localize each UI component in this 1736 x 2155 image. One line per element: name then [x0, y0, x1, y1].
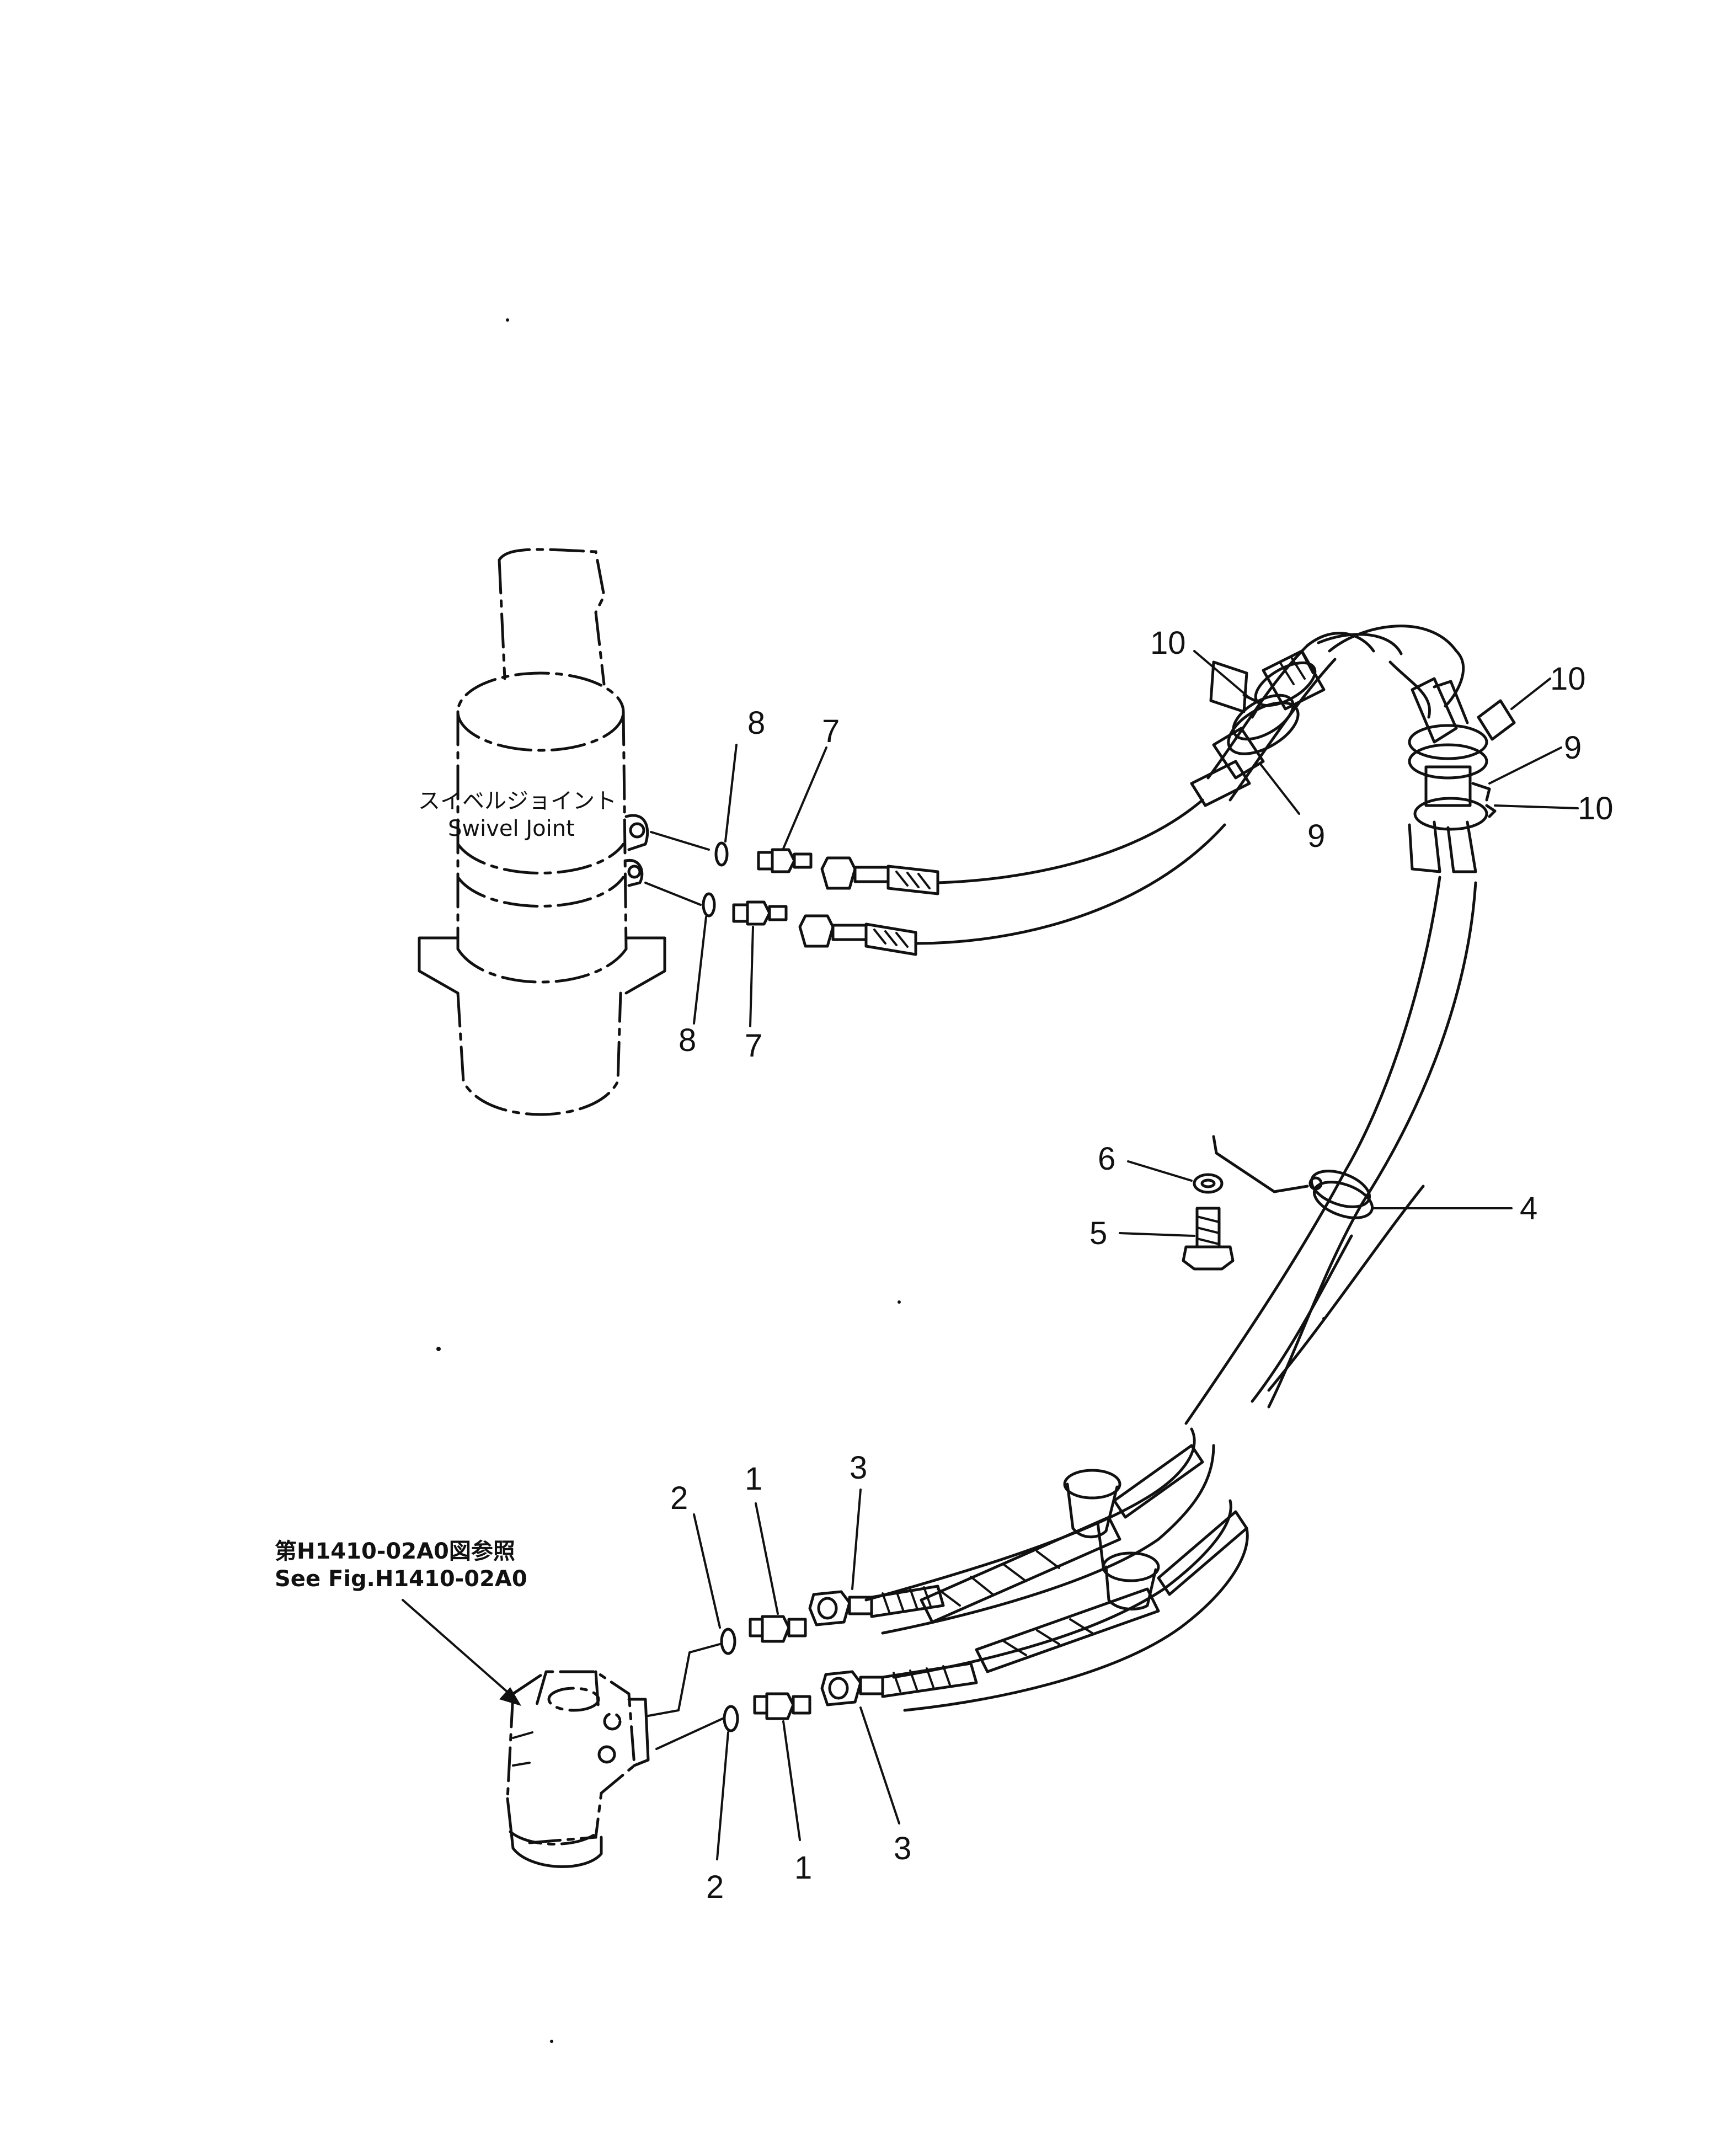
- callout-7-bottom: 7: [745, 1028, 762, 1064]
- paper-specks: [436, 318, 1326, 2043]
- callout-1-bottom: 1: [794, 1850, 812, 1886]
- callout-5: 5: [1089, 1215, 1107, 1251]
- clamp-upper-left: [1190, 649, 1326, 807]
- callout-8-top: 8: [747, 705, 765, 741]
- hose-fitting-upper-b: [798, 914, 917, 956]
- reference-arrow-head: [499, 1687, 521, 1706]
- callout-10-right-top: 10: [1550, 661, 1586, 697]
- adapter-upper-b: [732, 900, 788, 926]
- valve-block: [506, 1670, 650, 1868]
- hose-upper-inner: [914, 632, 1375, 945]
- swivel-joint-label-en: Swivel Joint: [448, 816, 575, 841]
- reference-note-jp: 第H1410-02A0図参照: [275, 1539, 515, 1564]
- callout-7-top: 7: [822, 713, 840, 749]
- adapter-upper-a: [757, 848, 813, 873]
- callout-3-bottom: 3: [894, 1831, 911, 1866]
- swivel-joint-label-jp: スイベルジョイント: [418, 788, 617, 814]
- hose-clip-lower-b: [1096, 1521, 1160, 1611]
- o-ring-lower-a: [720, 1628, 736, 1655]
- callout-9-right: 9: [1564, 730, 1582, 766]
- hose-end-lower-a: [808, 1585, 945, 1626]
- hose-fitting-upper-a: [820, 856, 939, 895]
- bolt-5: [1182, 1207, 1235, 1271]
- hose-end-lower-b: [820, 1662, 978, 1706]
- reference-note-en: See Fig.H1410-02A0: [275, 1566, 527, 1592]
- callout-8-bottom: 8: [679, 1022, 696, 1058]
- hose-clamp-4: [1212, 1135, 1374, 1219]
- callout-3-top: 3: [850, 1450, 867, 1486]
- callout-1-top: 1: [745, 1461, 762, 1497]
- hose-long-right: [1251, 881, 1477, 1409]
- callout-9-left: 9: [1307, 818, 1325, 854]
- callout-6: 6: [1098, 1141, 1115, 1177]
- hose-upper-outer: [1317, 625, 1465, 719]
- hose-lower-upper: [864, 1427, 1215, 1635]
- o-ring-upper-b: [702, 892, 716, 918]
- washer-6: [1193, 1173, 1224, 1194]
- o-ring-lower-b: [723, 1705, 739, 1732]
- hose-lower-lower: [892, 1499, 1249, 1712]
- hose-long-left: [1184, 876, 1441, 1425]
- hose-clip-lower-a: [1063, 1469, 1121, 1539]
- callout-10-right-bottom: 10: [1578, 791, 1614, 826]
- adapter-lower-b: [753, 1692, 811, 1720]
- callout-10-left: 10: [1150, 625, 1186, 661]
- callout-2-bottom: 2: [706, 1869, 724, 1905]
- o-ring-upper-a: [714, 841, 729, 867]
- adapter-lower-a: [749, 1615, 807, 1643]
- swivel-joint: [418, 548, 666, 1116]
- callout-4: 4: [1520, 1191, 1537, 1226]
- callout-2-top: 2: [670, 1480, 688, 1516]
- clamp-upper-right: [1408, 677, 1516, 873]
- reference-arrow-line: [402, 1599, 517, 1700]
